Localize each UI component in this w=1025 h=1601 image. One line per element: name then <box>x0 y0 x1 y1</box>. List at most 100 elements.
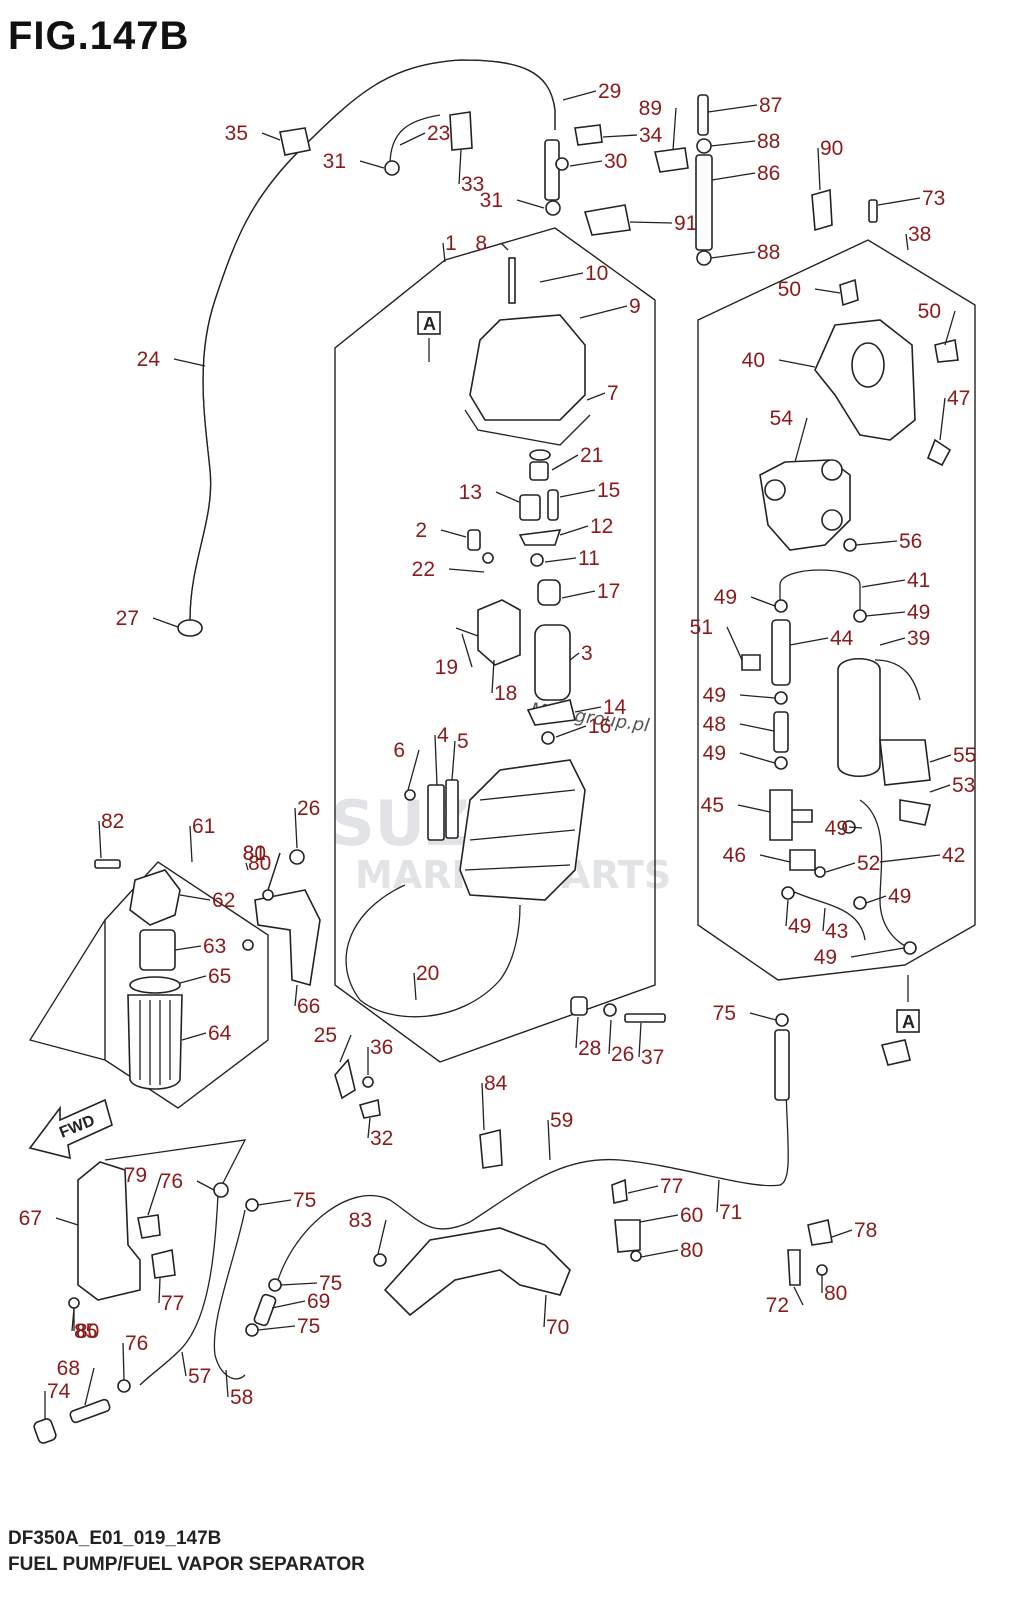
bolt-56 <box>843 538 857 552</box>
leader-85 <box>71 1307 75 1332</box>
leader-20 <box>413 972 417 1001</box>
callout-27: 27 <box>116 607 139 630</box>
callout-21: 21 <box>580 444 603 467</box>
hose-41 <box>779 569 861 610</box>
leader-17 <box>561 590 596 599</box>
callout-75: 75 <box>297 1315 320 1338</box>
leader-23 <box>399 132 426 146</box>
callout-80: 80 <box>824 1282 847 1305</box>
bracket-frame-leader <box>104 1139 247 1186</box>
leader-30 <box>569 160 603 167</box>
leader-6 <box>407 749 420 791</box>
callout-80: 80 <box>243 842 266 865</box>
callout-25: 25 <box>314 1024 337 1047</box>
filter-13 <box>519 494 541 521</box>
callout-50: 50 <box>778 278 801 301</box>
leader-75 <box>280 1282 318 1286</box>
bolt-80-60 <box>630 1250 642 1262</box>
callout-77: 77 <box>660 1175 683 1198</box>
callout-52: 52 <box>857 852 880 875</box>
callout-45: 45 <box>701 794 724 817</box>
leader-33 <box>458 149 462 185</box>
leader-90 <box>817 147 821 191</box>
bracket-72 <box>787 1249 801 1286</box>
leader-10 <box>539 272 584 283</box>
callout-3: 3 <box>581 642 593 665</box>
pipe-29 <box>544 139 560 201</box>
callout-70: 70 <box>546 1316 569 1339</box>
callout-67: 67 <box>19 1207 42 1230</box>
leader-50 <box>814 288 841 294</box>
cushion-18 <box>477 599 521 666</box>
bracket-66 <box>254 889 321 987</box>
pipe-71-upper <box>774 1029 790 1101</box>
leader-16 <box>555 725 587 738</box>
callout-56: 56 <box>899 530 922 553</box>
callout-59: 59 <box>550 1109 573 1132</box>
callout-75: 75 <box>293 1189 316 1212</box>
leader-31 <box>359 160 385 169</box>
clip-51 <box>741 654 761 671</box>
callout-48: 48 <box>703 713 726 736</box>
bolt-83 <box>373 1253 387 1267</box>
leader-47 <box>939 397 946 441</box>
pump-wire <box>874 659 921 701</box>
callout-26: 26 <box>297 797 320 820</box>
leader-71 <box>716 1179 720 1213</box>
leader-lines <box>44 90 956 1420</box>
leader-67 <box>55 1217 79 1226</box>
leader-32 <box>367 1117 371 1139</box>
callout-91: 91 <box>674 212 697 235</box>
callout-61: 61 <box>192 815 215 838</box>
callout-47: 47 <box>947 387 970 410</box>
leader-79 <box>147 1174 162 1216</box>
bolt-80-72 <box>816 1264 828 1276</box>
leader-69 <box>271 1300 306 1309</box>
clamp-75-top <box>775 1013 789 1027</box>
bracket-40-hole <box>851 342 885 388</box>
leader-63 <box>174 945 202 951</box>
callout-74: 74 <box>47 1380 71 1403</box>
callout-46: 46 <box>723 844 746 867</box>
leader-38 <box>905 233 909 251</box>
callout-49: 49 <box>788 915 811 938</box>
callout-78: 78 <box>854 1219 877 1242</box>
leader-53 <box>929 784 951 793</box>
callout-15: 15 <box>597 479 620 502</box>
leader-59 <box>547 1119 551 1161</box>
callout-86: 86 <box>757 162 780 185</box>
callout-49: 49 <box>703 742 726 765</box>
diagram-code: DF350A_E01_019_147B <box>8 1528 222 1549</box>
view-marker-a-box-2 <box>896 1009 920 1033</box>
gasket-7 <box>464 409 591 446</box>
leader-24 <box>173 358 206 367</box>
callout-53: 53 <box>952 774 975 797</box>
leader-61 <box>189 825 193 863</box>
grommet-28 <box>570 996 588 1016</box>
hose-86 <box>695 154 713 251</box>
bolt-73 <box>868 199 878 223</box>
leader-56 <box>855 540 898 546</box>
leader-80 <box>245 862 249 871</box>
leader-49 <box>785 899 789 927</box>
callout-89: 89 <box>639 97 662 120</box>
callout-9: 9 <box>629 295 641 318</box>
pipe-48 <box>773 711 789 753</box>
grommet-27 <box>177 619 203 637</box>
callout-71: 71 <box>719 1201 742 1224</box>
leader-76 <box>196 1180 215 1191</box>
leader-49 <box>865 611 906 617</box>
callout-76: 76 <box>160 1170 183 1193</box>
callout-23: 23 <box>427 122 450 145</box>
callout-43: 43 <box>825 920 848 943</box>
bolt-36 <box>362 1076 374 1088</box>
leader-55 <box>929 754 952 763</box>
view-marker-a-box-1 <box>417 311 441 335</box>
callout-31: 31 <box>480 189 503 212</box>
callout-1: 1 <box>445 232 457 255</box>
callout-49: 49 <box>907 601 930 624</box>
leader-77 <box>158 1277 161 1304</box>
callout-80: 80 <box>248 852 271 875</box>
callout-88: 88 <box>757 241 780 264</box>
